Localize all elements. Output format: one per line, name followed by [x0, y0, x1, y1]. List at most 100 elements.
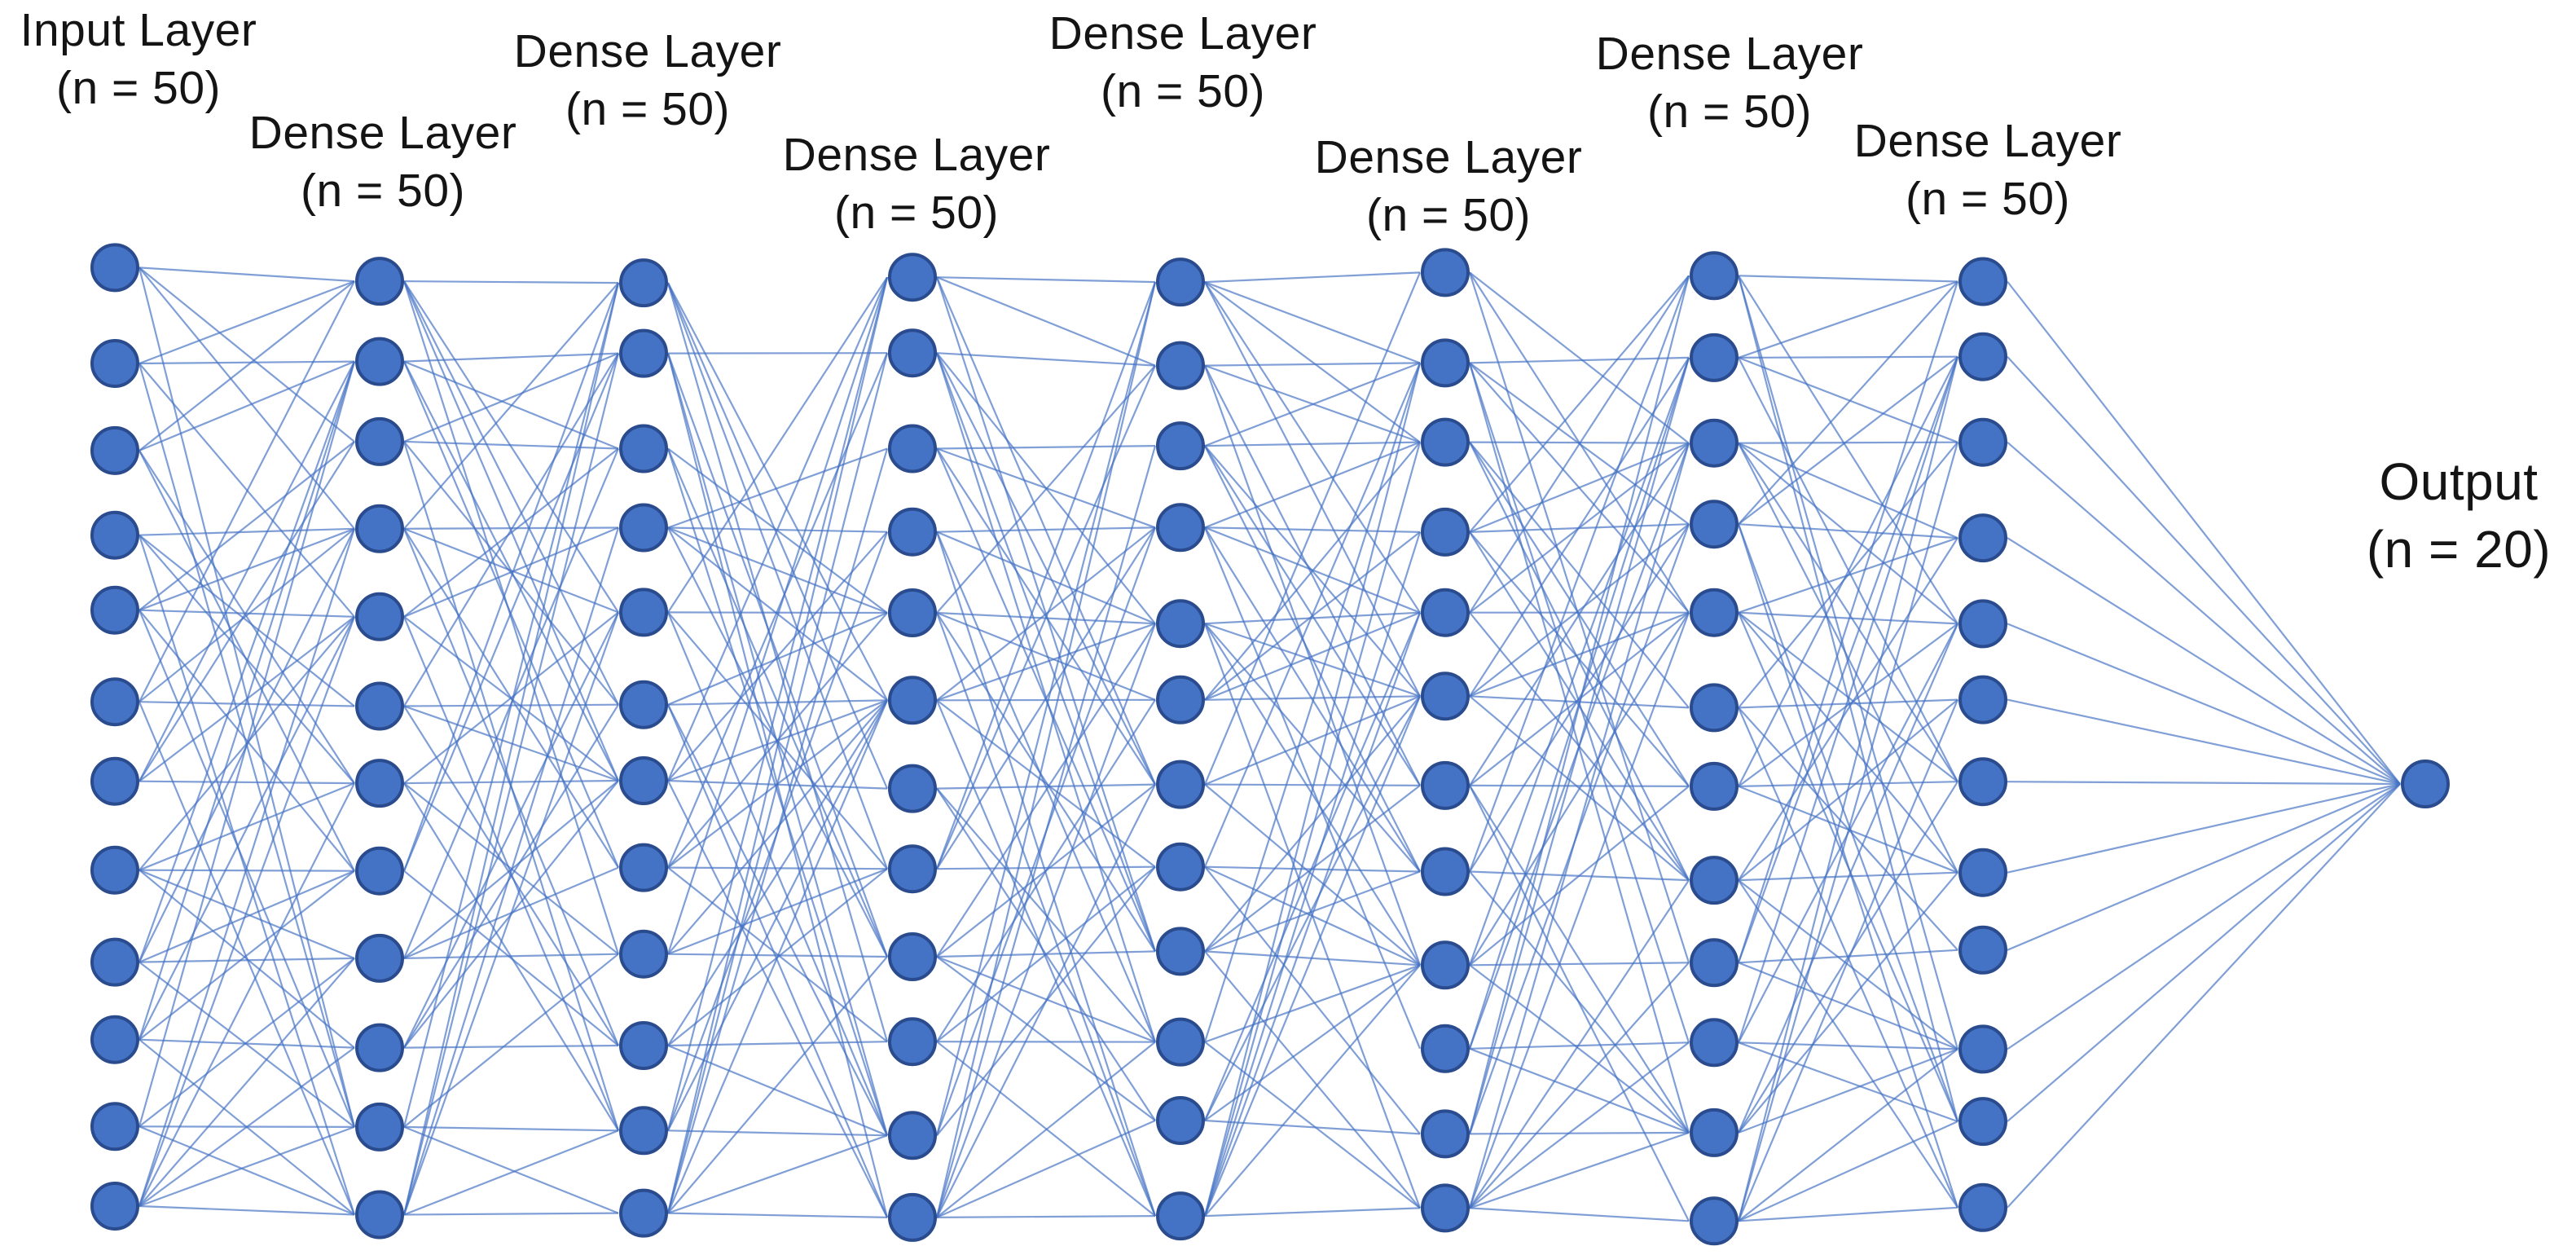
neuron-node-dense5-1 [1421, 248, 1470, 297]
layer-label-3-title: Dense Layer [782, 129, 1051, 181]
connection-line [1737, 275, 1959, 1050]
connection-line [1469, 962, 1690, 1209]
connection-line [667, 866, 888, 870]
connection-line [1469, 879, 1690, 1209]
layer-label-8-title: Output [2379, 452, 2539, 511]
connection-line [403, 447, 619, 618]
connection-line [1203, 531, 1422, 1217]
connection-line [666, 704, 889, 1218]
neuron-node-dense3-10 [888, 1017, 937, 1067]
connection-line [936, 276, 1156, 367]
connection-line [2007, 781, 2401, 786]
connection-line [1738, 1048, 1958, 1134]
neuron-node-dense7-12 [1958, 1182, 2007, 1232]
connection-line [2007, 783, 2401, 1209]
neuron-node-dense4-7 [1156, 760, 1205, 809]
connection-line [2007, 280, 2401, 785]
connection-line [403, 282, 619, 530]
neuron-node-dense2-7 [619, 756, 668, 805]
connection-line [1204, 964, 1421, 1043]
connection-line [1469, 1047, 1690, 1134]
neuron-node-dense6-2 [1690, 332, 1739, 382]
neuron-node-input-3 [90, 425, 139, 475]
layer-label-4-title: Dense Layer [1048, 7, 1317, 59]
neuron-node-dense6-7 [1690, 761, 1739, 811]
connection-line [1737, 612, 1959, 1122]
neuron-node-dense2-10 [619, 1021, 668, 1070]
connection-line [1469, 1131, 1690, 1135]
connection-line [1738, 442, 1958, 625]
connection-line [1204, 281, 1421, 364]
connection-line [936, 784, 1156, 1218]
connection-line [138, 441, 355, 611]
connection-line [138, 361, 356, 962]
neuron-node-dense4-11 [1156, 1096, 1205, 1145]
connection-line [1738, 443, 1958, 782]
neuron-node-dense6-1 [1690, 251, 1739, 301]
connection-line [138, 958, 355, 1128]
connection-line [1469, 1207, 1690, 1222]
connection-line [1203, 362, 1422, 868]
layer-label-6-title: Dense Layer [1595, 28, 1864, 80]
neuron-node-dense6-8 [1690, 856, 1739, 905]
connection-line [667, 699, 888, 955]
layer-label-1-title: Dense Layer [248, 107, 517, 159]
neuron-node-input-10 [90, 1015, 139, 1064]
connection-line [138, 280, 355, 365]
connection-line [403, 352, 619, 363]
connection-line [403, 1044, 619, 1049]
connection-line [1737, 442, 1959, 1222]
neuron-node-dense7-7 [1958, 757, 2007, 807]
connection-line [2007, 782, 2401, 951]
connection-line [138, 957, 355, 963]
connection-line [936, 623, 1156, 702]
neuron-node-dense2-8 [619, 843, 668, 892]
layer-label-2-count: (n = 50) [565, 82, 731, 135]
connection-line [1469, 523, 1690, 873]
connection-line [1469, 785, 1690, 1134]
neuron-node-dense1-11 [355, 1102, 404, 1152]
connection-line [667, 447, 888, 529]
connection-line [1737, 699, 1959, 1222]
neuron-node-dense5-3 [1421, 417, 1470, 467]
connection-line [402, 282, 620, 1128]
connection-line [1469, 612, 1690, 966]
connection-line [1469, 962, 1690, 967]
neuron-node-dense5-9 [1421, 940, 1470, 990]
connection-line [935, 623, 1157, 1218]
connection-line [1204, 445, 1421, 872]
connection-line [667, 1041, 888, 1047]
layer-label-3: Dense Layer (n = 50) [783, 126, 1051, 241]
connection-line [402, 282, 620, 1215]
connection-line [138, 1125, 355, 1216]
connection-line [1738, 879, 1958, 1050]
connection-line [936, 865, 1156, 870]
connection-line [1204, 623, 1421, 966]
connection-line [402, 282, 620, 872]
neuron-node-dense5-4 [1421, 507, 1470, 557]
connection-line [138, 361, 355, 782]
neuron-node-dense1-4 [355, 504, 404, 553]
connection-line [1204, 611, 1421, 625]
neuron-node-dense2-9 [619, 929, 668, 979]
neuron-node-dense2-3 [619, 424, 668, 473]
connection-line [666, 699, 889, 1214]
connection-line [1738, 1041, 1958, 1123]
neuron-node-dense4-2 [1156, 341, 1205, 390]
connection-line [1469, 611, 1690, 698]
connection-line [138, 360, 355, 365]
layer-label-5-title: Dense Layer [1314, 131, 1583, 183]
connection-line [936, 276, 1156, 284]
connection-line [667, 704, 888, 1136]
connection-line [1204, 441, 1421, 447]
connection-line [1203, 363, 1422, 1042]
connection-line [1738, 356, 1958, 787]
neuron-node-dense5-10 [1421, 1024, 1470, 1073]
connection-line [1204, 870, 1421, 953]
neuron-node-dense3-5 [888, 588, 937, 637]
connection-line [667, 1130, 888, 1137]
neuron-node-input-6 [90, 677, 139, 727]
connection-line [138, 869, 355, 872]
connection-line [1204, 1207, 1421, 1218]
connection-line [1203, 363, 1422, 1217]
